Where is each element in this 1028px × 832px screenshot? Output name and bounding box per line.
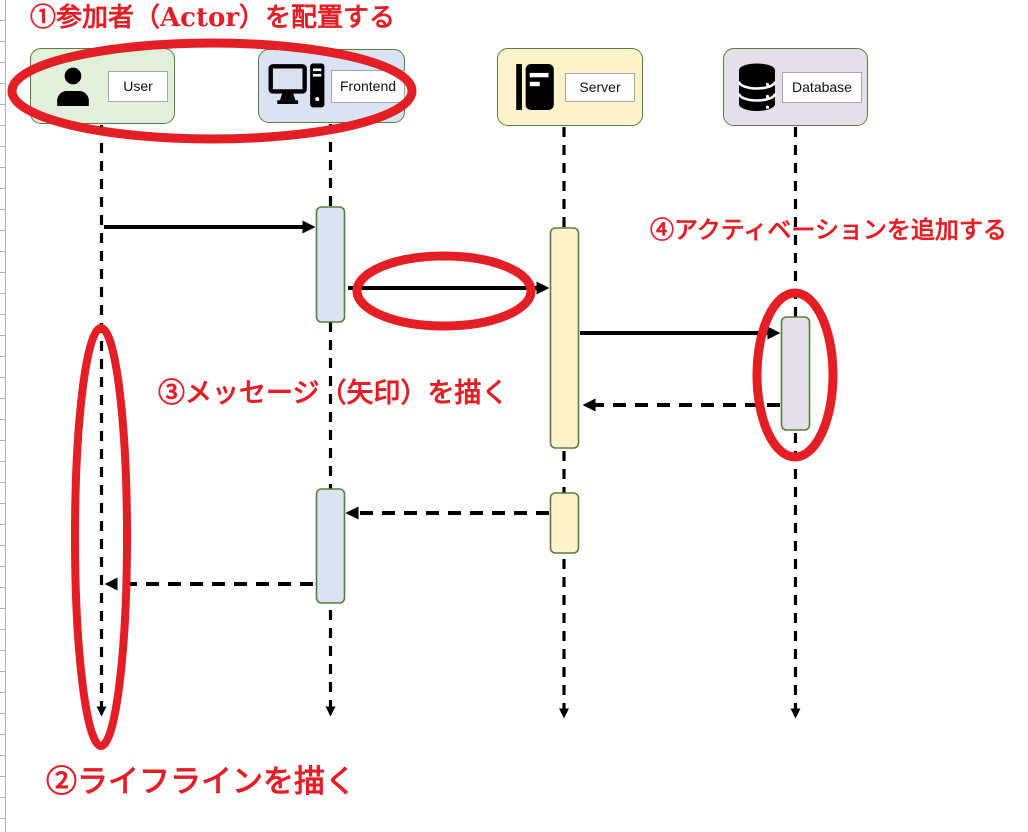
participant-label-server: Server bbox=[565, 72, 635, 102]
annotation-step3-draw-messages: ③メッセージ（矢印）を描く bbox=[158, 378, 509, 409]
annotation-step1-place-actors: ①参加者（Actor）を配置する bbox=[30, 3, 396, 33]
participant-box-database: Database bbox=[723, 48, 868, 126]
participant-label-frontend: Frontend bbox=[331, 69, 406, 103]
activation-database bbox=[780, 316, 811, 431]
activation-server-2 bbox=[549, 492, 580, 554]
person-icon bbox=[53, 63, 93, 109]
highlight-ellipse-user-lifeline bbox=[71, 324, 131, 750]
highlight-ellipse-actors bbox=[7, 38, 417, 144]
desktop-computer-icon bbox=[268, 63, 326, 109]
activation-frontend-1 bbox=[315, 206, 346, 323]
highlight-ellipse-message-arrow bbox=[352, 251, 536, 331]
server-icon bbox=[514, 63, 556, 111]
participant-label-user: User bbox=[108, 70, 168, 102]
activation-frontend-2 bbox=[315, 488, 346, 604]
annotation-step4-add-activation: ④アクティベーションを追加する bbox=[650, 215, 1007, 244]
spreadsheet-edge-gridlines bbox=[0, 0, 6, 832]
highlight-ellipse-database-activation bbox=[752, 288, 838, 462]
annotation-step2-draw-lifelines: ②ライフラインを描く bbox=[46, 764, 356, 800]
activation-server-1 bbox=[549, 227, 580, 449]
participant-label-database: Database bbox=[782, 71, 862, 103]
participant-box-user: User bbox=[30, 48, 175, 124]
database-cylinder-icon bbox=[737, 63, 777, 111]
participant-box-server: Server bbox=[497, 48, 643, 126]
